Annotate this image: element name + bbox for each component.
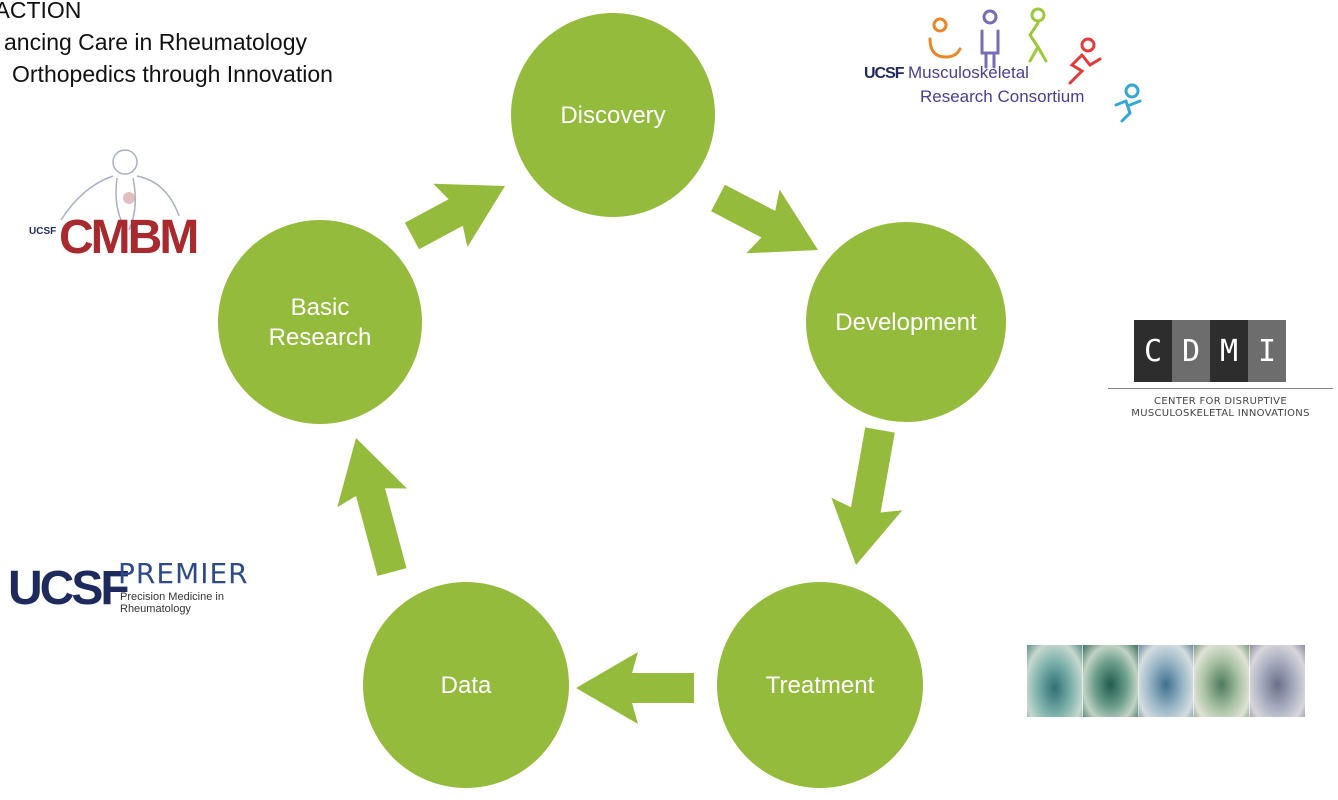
- musculoskeletal-research-consortium-logo: UCSF Musculoskeletal Research Consortium: [860, 5, 1150, 125]
- arrow-data-to-basic-research: [337, 438, 407, 576]
- header-line-2: ancing Care in Rheumatology: [4, 29, 308, 55]
- cycle-node-treatment: [717, 582, 923, 788]
- cdmi-divider: [1108, 388, 1333, 389]
- histology-tile: [1250, 645, 1305, 717]
- header-line-3: Orthopedics through Innovation: [12, 61, 333, 87]
- cdmi-letter-d: D: [1172, 320, 1210, 382]
- mrc-figures-icon: [928, 7, 1142, 123]
- premier-brand-text: PREMIER: [118, 557, 249, 590]
- mrc-line-1: Musculoskeletal: [908, 63, 1029, 82]
- cycle-node-basic-research: [218, 220, 422, 424]
- cycle-node-discovery: [511, 13, 715, 217]
- cycle-node-label-basic-research: Research: [269, 324, 372, 351]
- arrow-discovery-to-development: [711, 184, 818, 254]
- cdmi-letter-i: I: [1248, 320, 1286, 382]
- cdmi-subtitle-1: CENTER FOR DISRUPTIVE: [1154, 396, 1287, 407]
- cmbm-letters: CMBM: [59, 211, 199, 264]
- cmbm-ucsf-text: UCSF: [29, 226, 57, 237]
- histology-tile: [1194, 645, 1251, 717]
- cycle-node-label-data: Data: [441, 672, 492, 699]
- cycle-node-label-treatment: Treatment: [766, 672, 875, 699]
- cycle-node-data: [363, 582, 569, 788]
- premier-tagline-1: Precision Medicine in: [120, 591, 224, 603]
- mrc-ucsf-text: UCSF: [864, 65, 905, 82]
- cdmi-subtitle-2: MUSCULOSKELETAL INNOVATIONS: [1131, 408, 1310, 419]
- premier-tagline-2: Rheumatology: [120, 603, 191, 615]
- arrow-development-to-treatment: [831, 427, 903, 565]
- cdmi-letter-c: C: [1134, 320, 1172, 382]
- histology-tile: [1082, 645, 1139, 717]
- histology-image-strip: [1027, 645, 1305, 717]
- mrc-line-2: Research Consortium: [920, 87, 1085, 106]
- histology-tile: [1138, 645, 1195, 717]
- premier-logo: UCSF PREMIER Precision Medicine in Rheum…: [8, 555, 278, 635]
- header-title: SF ACTION ancing Care in Rheumatology Or…: [0, 0, 333, 90]
- header-line-1: SF ACTION: [0, 0, 82, 23]
- cdmi-letter-m: M: [1210, 320, 1248, 382]
- histology-tile: [1027, 645, 1083, 717]
- anatomy-figure-icon: [60, 149, 180, 231]
- arrow-basic-research-to-discovery: [404, 183, 505, 250]
- cmbm-logo: UCSF CMBM: [25, 140, 199, 270]
- cycle-node-label-discovery: Discovery: [560, 102, 665, 129]
- cycle-node-label-development: Development: [835, 309, 977, 336]
- premier-ucsf-text: UCSF: [8, 562, 130, 615]
- cycle-node-development: [806, 222, 1006, 422]
- cycle-node-label-basic-research: Basic: [291, 294, 350, 321]
- cdmi-logo: C D M I CENTER FOR DISRUPTIVE MUSCULOSKE…: [1108, 320, 1333, 430]
- arrow-treatment-to-data: [576, 652, 694, 724]
